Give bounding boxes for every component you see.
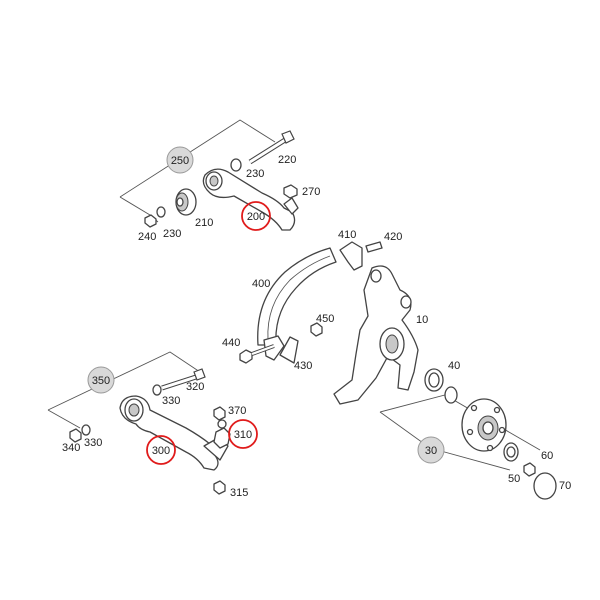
highlight-300	[146, 435, 176, 465]
label-430: 430	[294, 360, 312, 372]
lower-control-arm-300	[119, 395, 219, 471]
label-330-lower: 330	[84, 437, 102, 449]
label-370: 370	[228, 405, 246, 417]
leader-30-top	[379, 394, 541, 451]
leader-350-top	[47, 351, 201, 411]
label-410: 410	[338, 229, 356, 241]
label-210: 210	[195, 217, 213, 229]
bracket-410	[339, 241, 363, 271]
knuckle-group: 410 420 400 10 450 440 430	[222, 229, 428, 405]
label-200: 200	[247, 211, 265, 223]
label-10: 10	[416, 314, 428, 326]
label-60: 60	[541, 450, 553, 462]
callout-bubble-350	[87, 366, 115, 394]
bolt-440	[239, 344, 275, 364]
steering-knuckle-10	[333, 265, 419, 405]
bolt-220	[248, 130, 295, 165]
highlight-200	[241, 201, 271, 231]
upper-control-arm-200	[202, 168, 296, 231]
label-450: 450	[316, 313, 334, 325]
nut-370	[213, 406, 226, 421]
seal-ring	[444, 386, 458, 404]
washer-330-top	[152, 384, 162, 396]
label-250: 250	[171, 155, 189, 167]
nut-340	[69, 428, 82, 443]
label-40: 40	[448, 360, 460, 372]
washer-230-top	[230, 158, 242, 172]
nut-60	[523, 462, 536, 477]
label-220: 220	[278, 154, 296, 166]
label-310: 310	[234, 429, 252, 441]
label-50: 50	[508, 473, 520, 485]
label-440: 440	[222, 337, 240, 349]
bolt-420	[365, 241, 383, 253]
bushing-210	[175, 188, 197, 216]
label-70: 70	[559, 480, 571, 492]
label-30: 30	[425, 445, 437, 457]
label-400: 400	[252, 278, 270, 290]
hub-flange	[461, 398, 507, 452]
wheel-hub-group: 40 30 60 50 70	[379, 360, 571, 500]
lower-control-arm-group: 350 320 330 370 310 300 340 330 315	[47, 351, 258, 499]
highlight-310	[228, 419, 258, 449]
nut-450	[310, 322, 323, 337]
hub-cap-70	[533, 472, 557, 500]
label-330-top: 330	[162, 395, 180, 407]
nut-270	[283, 184, 298, 199]
dust-shield-400	[257, 247, 337, 346]
label-300: 300	[152, 445, 170, 457]
label-350: 350	[92, 375, 110, 387]
callout-bubble-250	[166, 146, 194, 174]
label-340: 340	[62, 442, 80, 454]
label-320: 320	[186, 381, 204, 393]
label-230-lower: 230	[163, 228, 181, 240]
bolt-320	[161, 368, 206, 391]
ball-joint-310	[213, 419, 231, 449]
label-230-top: 230	[246, 168, 264, 180]
washer-330-lower	[81, 424, 91, 436]
nut-315	[213, 480, 226, 495]
label-240: 240	[138, 231, 156, 243]
label-315: 315	[230, 487, 248, 499]
leader-250-top	[119, 119, 276, 198]
callout-bubble-30	[417, 436, 445, 464]
label-420: 420	[384, 231, 402, 243]
leader-250-bottom	[119, 196, 151, 216]
upper-control-arm-group: 250 230 220 270 200 210 230 240	[119, 119, 320, 243]
nut-240	[144, 214, 157, 228]
washer-230-lower	[156, 206, 166, 218]
wheel-bearing-40	[424, 368, 444, 392]
label-270: 270	[302, 186, 320, 198]
bracket-430	[279, 336, 299, 364]
leader-350-bottom	[47, 409, 81, 429]
